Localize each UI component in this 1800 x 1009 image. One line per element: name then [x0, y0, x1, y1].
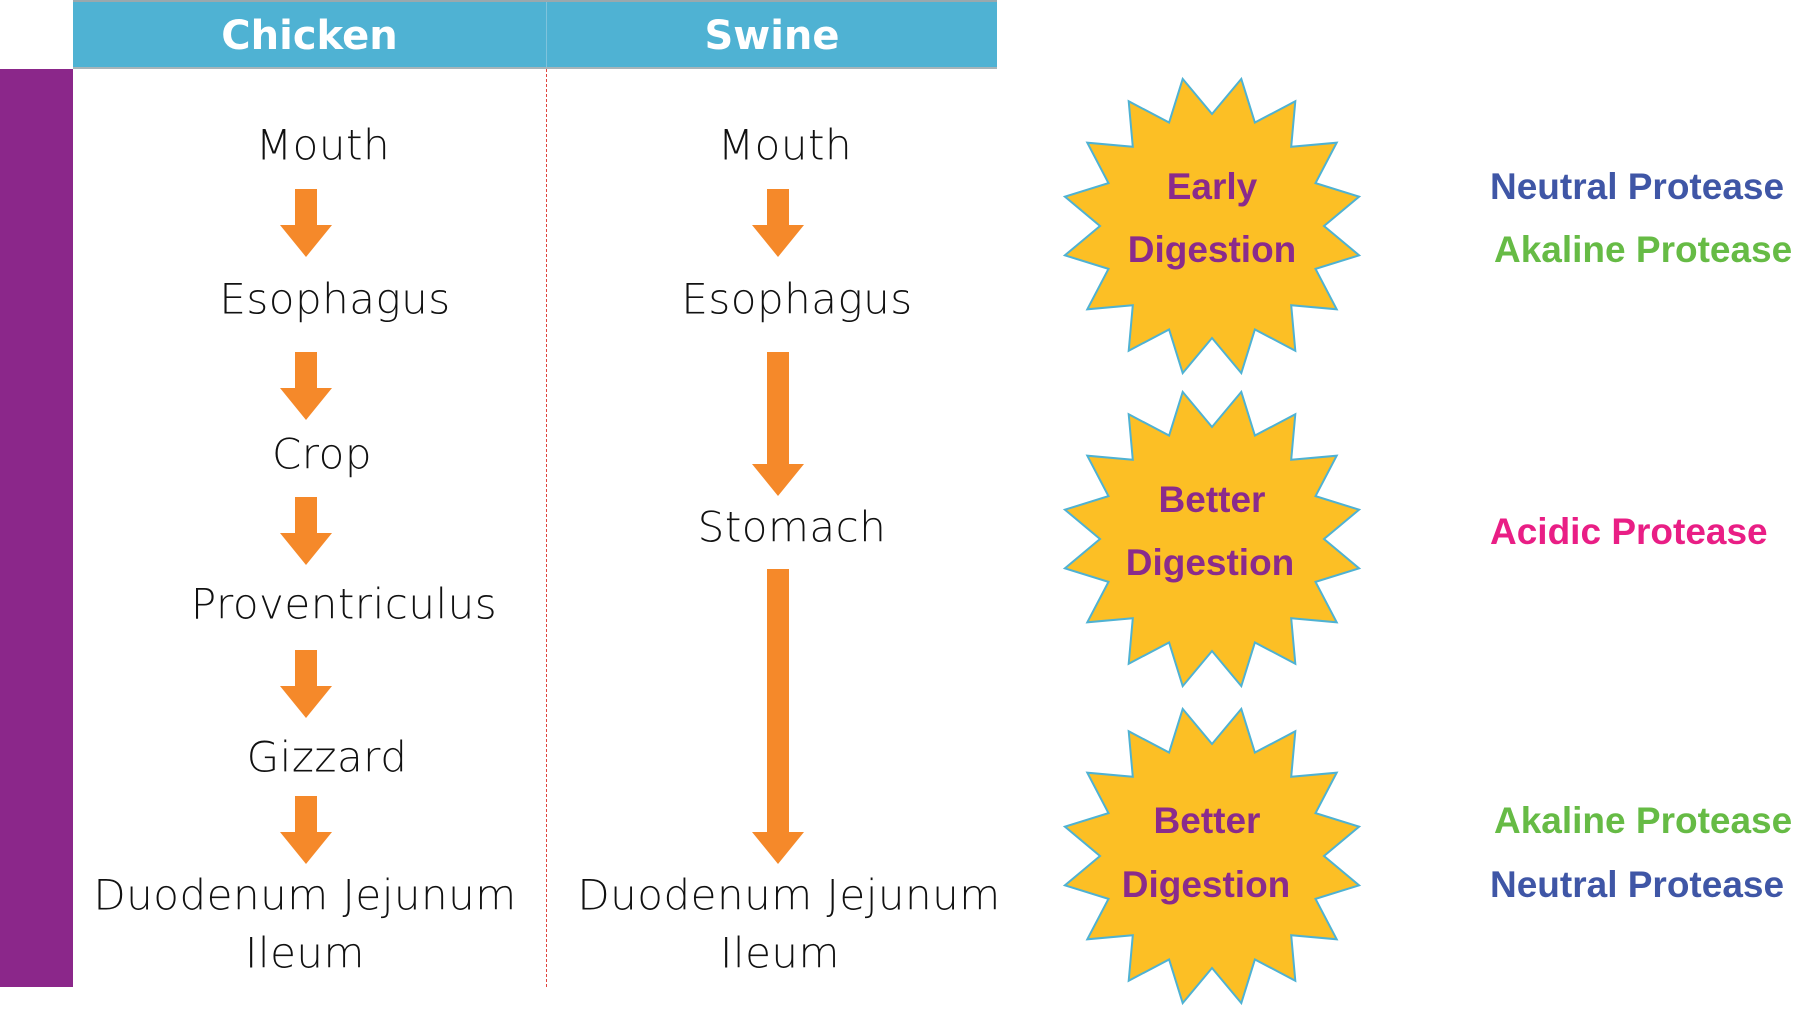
stage-1-line1: Early — [1166, 166, 1258, 207]
enzyme-alkaline-protease: Akaline Protease — [1494, 800, 1793, 841]
stage-2-line2: Digestion — [1125, 542, 1295, 583]
enzyme-acidic-protease: Acidic Protease — [1490, 511, 1768, 552]
starburst-icon — [1062, 706, 1362, 1006]
starburst-icon — [1062, 76, 1362, 376]
chicken-organ-proventriculus: Proventriculus — [190, 579, 498, 629]
enzyme-neutral-protease: Neutral Protease — [1490, 864, 1785, 905]
column-header-bar: Chicken Swine — [73, 0, 997, 69]
down-arrow-icon — [752, 189, 804, 257]
chicken-organ-gizzard: Gizzard — [246, 732, 408, 782]
stage-3-line2: Digestion — [1121, 864, 1291, 905]
column-divider — [546, 69, 547, 987]
header-divider — [546, 2, 547, 67]
stage-3-line1: Better — [1153, 800, 1261, 841]
enzyme-alkaline-protease: Akaline Protease — [1494, 229, 1793, 270]
down-arrow-icon — [280, 650, 332, 718]
swine-organ-mouth: Mouth — [717, 120, 853, 170]
long-down-arrow-icon — [752, 569, 804, 864]
chicken-organ-duodenum-jejunum: Duodenum Jejunum — [93, 870, 517, 920]
swine-organ-esophagus: Esophagus — [681, 274, 913, 324]
swine-organ-duodenum-jejunum: Duodenum Jejunum — [577, 870, 1001, 920]
chicken-organ-esophagus: Esophagus — [219, 274, 451, 324]
long-down-arrow-icon — [752, 352, 804, 496]
side-accent-bar — [0, 69, 73, 987]
swine-organ-stomach: Stomach — [697, 502, 887, 552]
enzyme-neutral-protease: Neutral Protease — [1490, 166, 1785, 207]
chicken-organ-crop: Crop — [271, 429, 373, 479]
header-swine: Swine — [704, 13, 840, 59]
chicken-organ-mouth: Mouth — [255, 120, 391, 170]
starburst-icon — [1062, 389, 1362, 689]
down-arrow-icon — [280, 796, 332, 864]
stage-1-line2: Digestion — [1127, 229, 1297, 270]
down-arrow-icon — [280, 352, 332, 420]
down-arrow-icon — [280, 497, 332, 565]
down-arrow-icon — [280, 189, 332, 257]
header-chicken: Chicken — [221, 13, 398, 59]
chicken-organ-ileum: Ileum — [245, 928, 365, 978]
stage-2-line1: Better — [1158, 479, 1266, 520]
swine-organ-ileum: Ileum — [720, 928, 840, 978]
